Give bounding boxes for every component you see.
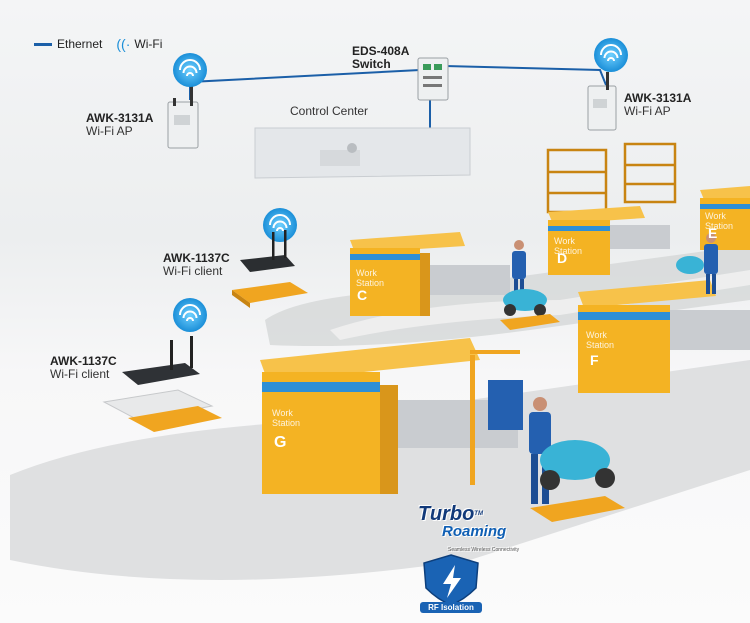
workstation-d [548, 206, 670, 275]
control-center-label: Control Center [290, 104, 369, 118]
turbo-roaming-tagline: Seamless Wireless Connectivity [448, 547, 520, 553]
switch-model: EDS-408A [352, 44, 410, 58]
client-top-device[interactable] [232, 230, 308, 308]
wifi-icon [263, 208, 297, 242]
scooter [676, 256, 704, 274]
client-top-role: Wi-Fi client [163, 264, 223, 278]
workstation-f [578, 280, 750, 393]
legend-ethernet-label: Ethernet [57, 37, 103, 51]
rf-isolation-shield-icon [423, 554, 479, 606]
workstation-f-letter: F [590, 352, 599, 368]
client-top-label: AWK-1137C Wi-Fi client [163, 252, 230, 278]
scooter [500, 289, 560, 330]
tire-rack [546, 142, 677, 214]
worker [704, 233, 718, 294]
ap-right-model: AWK-3131A [624, 91, 692, 105]
ap-right-role: Wi-Fi AP [624, 104, 671, 118]
client-bottom-device[interactable] [102, 336, 222, 432]
wifi-icon [594, 38, 628, 72]
workstation-c-letter: C [357, 287, 368, 303]
legend: Ethernet ((· Wi-Fi [34, 36, 162, 52]
workstation-c [350, 232, 510, 316]
workstation-g-letter: G [274, 434, 287, 451]
wifi-icon [173, 53, 207, 87]
ap-left-device[interactable] [167, 86, 199, 149]
ap-right-label: AWK-3131A Wi-Fi AP [624, 92, 691, 118]
legend-wifi-label: Wi-Fi [134, 37, 163, 51]
switch-device[interactable] [417, 57, 449, 101]
ap-right-device[interactable] [587, 72, 617, 131]
worker [512, 240, 526, 295]
turbo-roaming-line2: Roaming [442, 523, 507, 540]
client-bottom-label: AWK-1137C Wi-Fi client [50, 355, 117, 381]
wifi-icon [173, 298, 207, 332]
workstation-e-letter: E [708, 225, 718, 241]
turbo-roaming-tm: TM [474, 511, 483, 517]
workstation-g [260, 338, 523, 494]
client-bottom-model: AWK-1137C [50, 354, 117, 368]
scooter [530, 440, 625, 522]
ap-left-role: Wi-Fi AP [86, 124, 133, 138]
wifi-signal-icon: ((· [116, 36, 131, 52]
client-bottom-role: Wi-Fi client [50, 367, 110, 381]
switch-role: Switch [352, 57, 391, 71]
switch-label: EDS-408A Switch [352, 45, 409, 71]
workstation-d-letter: D [557, 250, 568, 266]
turbo-roaming-logo: TurboTM Roaming Seamless Wireless Connec… [418, 503, 520, 559]
client-top-model: AWK-1137C [163, 251, 230, 265]
ethernet-line-icon [34, 42, 52, 46]
ap-left-label: AWK-3131A Wi-Fi AP [86, 112, 153, 138]
ap-left-model: AWK-3131A [86, 111, 154, 125]
control-center-room [254, 127, 471, 179]
turbo-roaming-line1: Turbo [418, 503, 475, 525]
rf-isolation-label: RF Isolation [420, 602, 482, 613]
